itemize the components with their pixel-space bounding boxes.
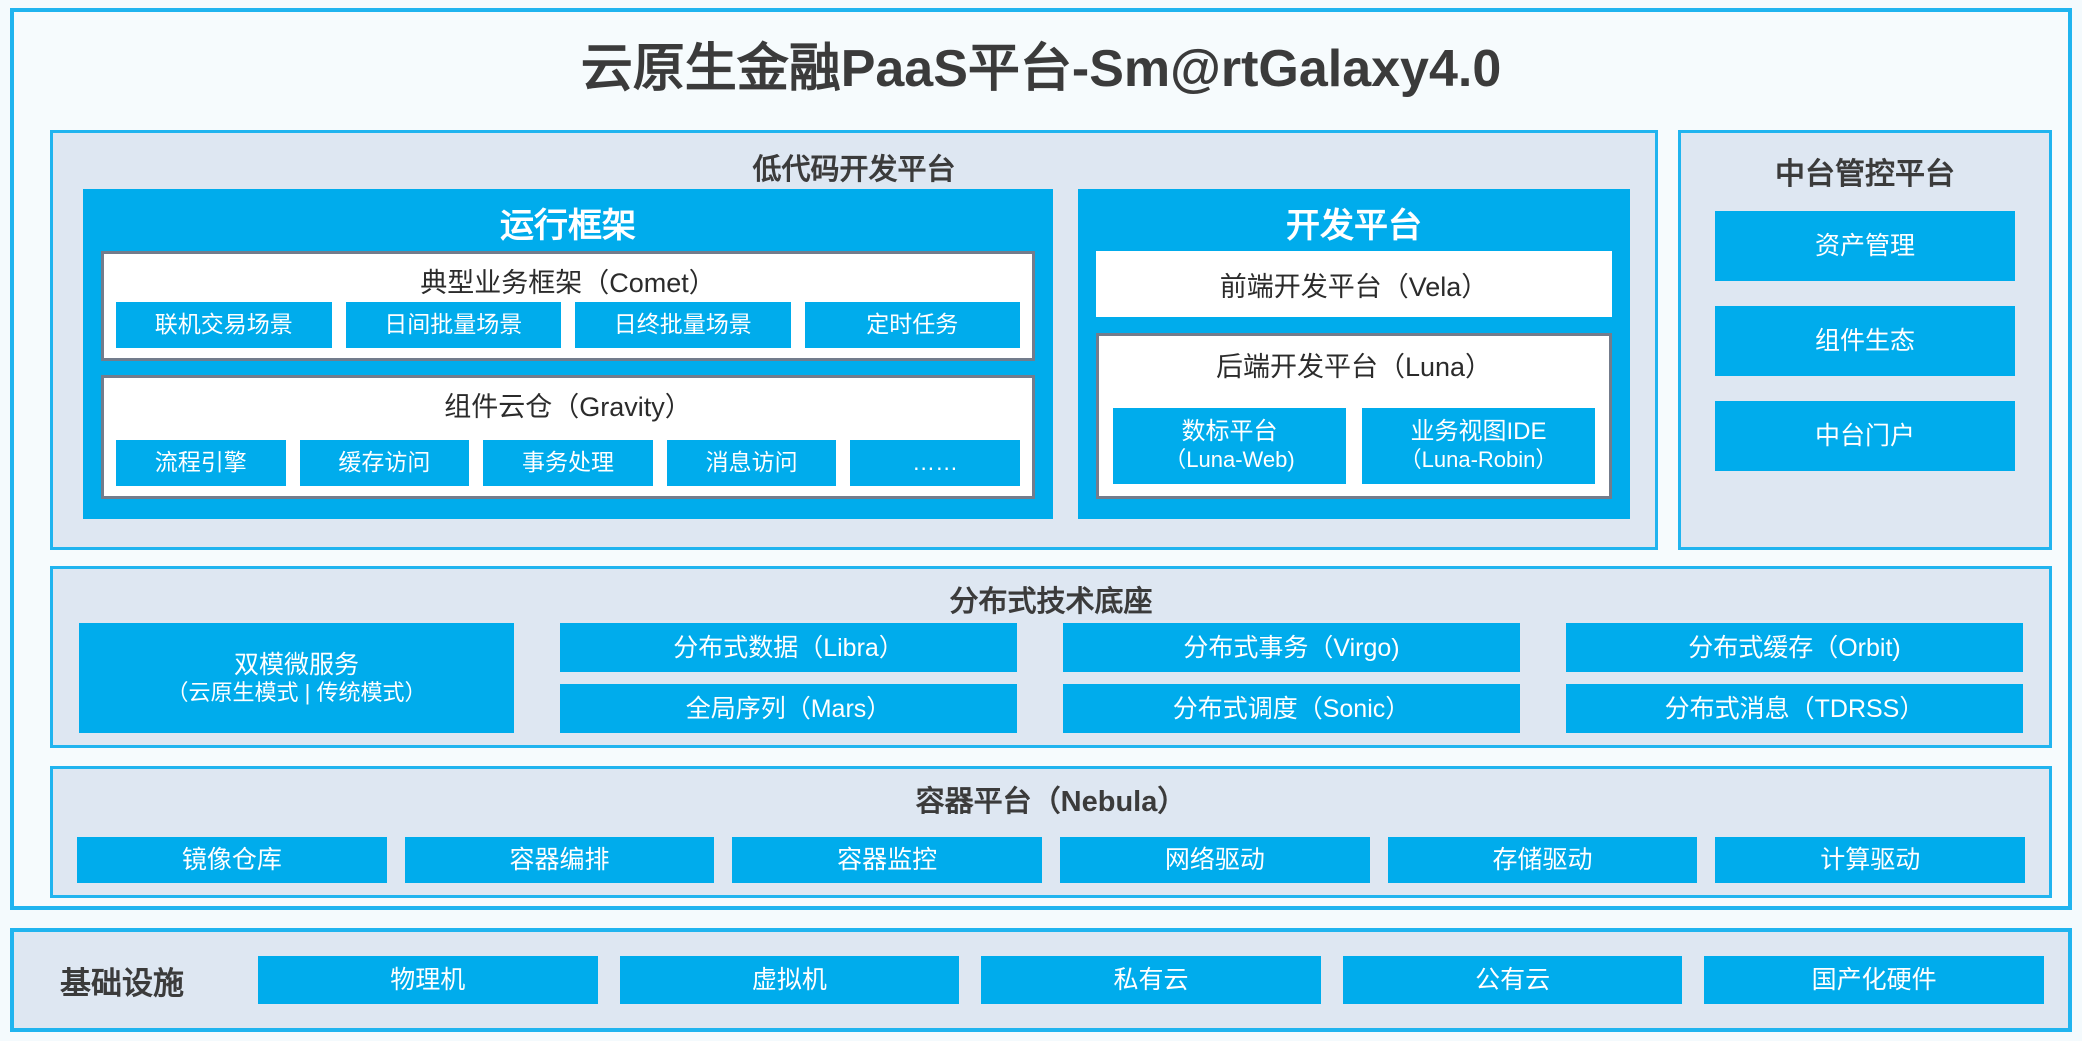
container-item-monitoring[interactable]: 容器监控 [732,837,1043,883]
platform-outer-frame: 云原生金融PaaS平台-Sm@rtGalaxy4.0 低代码开发平台 运行框架 … [10,8,2072,910]
tech-item-mars[interactable]: 全局序列（Mars） [560,684,1017,733]
luna-web-code: （Luna-Web) [1164,447,1295,473]
container-item-image-repo[interactable]: 镜像仓库 [77,837,387,883]
luna-title: 后端开发平台（Luna） [1215,352,1493,382]
comet-title: 典型业务框架（Comet） [420,268,716,298]
development-platform-box: 开发平台 前端开发平台（Vela） 后端开发平台（Luna） 数标平台 （Lun… [1078,189,1630,519]
infrastructure-item-row: 物理机 虚拟机 私有云 公有云 国产化硬件 [258,956,2044,1004]
distributed-tech-base-panel: 分布式技术底座 双模微服务 （云原生模式 | 传统模式） 分布式数据（Libra… [50,566,2052,748]
luna-robin-item[interactable]: 业务视图IDE （Luna-Robin） [1362,408,1595,484]
infrastructure-item-private-cloud[interactable]: 私有云 [981,956,1321,1004]
luna-card: 后端开发平台（Luna） 数标平台 （Luna-Web) 业务视图IDE （Lu… [1096,333,1612,499]
midcontrol-item-component-ecosystem[interactable]: 组件生态 [1715,306,2015,376]
tech-item-sonic[interactable]: 分布式调度（Sonic） [1063,684,1520,733]
dual-mode-microservice-wrapper: 双模微服务 （云原生模式 | 传统模式） [79,623,514,733]
gravity-chip[interactable]: 缓存访问 [299,440,470,486]
infrastructure-item-virtual-machine[interactable]: 虚拟机 [619,956,960,1004]
distributed-tech-base-content: 双模微服务 （云原生模式 | 传统模式） 分布式数据（Libra） 全局序列（M… [79,623,2023,733]
luna-robin-code: （Luna-Robin） [1399,447,1558,473]
infrastructure-item-public-cloud[interactable]: 公有云 [1342,956,1683,1004]
gravity-chip-row: 流程引擎 缓存访问 事务处理 消息访问 …… [116,440,1020,486]
container-item-orchestration[interactable]: 容器编排 [404,837,715,883]
luna-item-row: 数标平台 （Luna-Web) 业务视图IDE （Luna-Robin） [1113,408,1595,484]
comet-chip[interactable]: 日间批量场景 [345,302,561,348]
infrastructure-label: 基础设施 [60,965,184,1001]
midcontrol-platform-title: 中台管控平台 [1775,158,1955,191]
dual-mode-microservice-modes: （云原生模式 | 传统模式） [166,679,427,705]
luna-robin-name: 业务视图IDE [1410,418,1547,446]
infrastructure-item-domestic-hardware[interactable]: 国产化硬件 [1704,956,2044,1004]
container-item-row: 镜像仓库 容器编排 容器监控 网络驱动 存储驱动 计算驱动 [77,837,2026,883]
dual-mode-microservice-name: 双模微服务 [233,650,359,679]
distributed-tech-base-title: 分布式技术底座 [949,586,1153,618]
tech-item-virgo[interactable]: 分布式事务（Virgo) [1063,623,1520,672]
midcontrol-item-portal[interactable]: 中台门户 [1715,401,2015,471]
tech-item-libra[interactable]: 分布式数据（Libra） [560,623,1017,672]
lowcode-platform-panel: 低代码开发平台 运行框架 典型业务框架（Comet） 联机交易场景 日间批量场景… [50,130,1658,550]
vela-card[interactable]: 前端开发平台（Vela） [1096,251,1612,317]
container-item-storage-driver[interactable]: 存储驱动 [1387,837,1698,883]
container-item-network-driver[interactable]: 网络驱动 [1060,837,1370,883]
tech-column-3: 分布式缓存（Orbit) 分布式消息（TDRSS） [1566,623,2023,733]
gravity-chip-more[interactable]: …… [850,440,1020,486]
tech-column-2: 分布式事务（Virgo) 分布式调度（Sonic） [1063,623,1520,733]
dual-mode-microservice-item[interactable]: 双模微服务 （云原生模式 | 传统模式） [79,623,514,733]
gravity-chip[interactable]: 事务处理 [483,440,653,486]
gravity-title: 组件云仓（Gravity） [444,392,692,422]
midcontrol-item-asset-management[interactable]: 资产管理 [1715,211,2015,281]
development-platform-heading: 开发平台 [1286,207,1422,245]
midcontrol-platform-panel: 中台管控平台 资产管理 组件生态 中台门户 [1678,130,2052,550]
comet-card: 典型业务框架（Comet） 联机交易场景 日间批量场景 日终批量场景 定时任务 [101,251,1035,361]
page-title: 云原生金融PaaS平台-Sm@rtGalaxy4.0 [580,40,1502,98]
tech-item-tdrss[interactable]: 分布式消息（TDRSS） [1566,684,2023,733]
comet-chip[interactable]: 联机交易场景 [116,302,332,348]
comet-chip-row: 联机交易场景 日间批量场景 日终批量场景 定时任务 [116,302,1020,348]
comet-chip[interactable]: 日终批量场景 [575,302,791,348]
gravity-card: 组件云仓（Gravity） 流程引擎 缓存访问 事务处理 消息访问 …… [101,375,1035,499]
luna-web-item[interactable]: 数标平台 （Luna-Web) [1113,408,1346,484]
container-platform-title: 容器平台（Nebula） [915,786,1187,818]
infrastructure-bar: 基础设施 物理机 虚拟机 私有云 公有云 国产化硬件 [10,928,2072,1032]
comet-chip[interactable]: 定时任务 [804,302,1020,348]
lowcode-platform-title: 低代码开发平台 [752,154,956,186]
container-item-compute-driver[interactable]: 计算驱动 [1715,837,2026,883]
runtime-framework-box: 运行框架 典型业务框架（Comet） 联机交易场景 日间批量场景 日终批量场景 … [83,189,1053,519]
gravity-chip[interactable]: 流程引擎 [116,440,286,486]
gravity-chip[interactable]: 消息访问 [666,440,837,486]
midcontrol-item-list: 资产管理 组件生态 中台门户 [1715,211,2015,471]
luna-web-name: 数标平台 [1181,418,1278,446]
tech-item-orbit[interactable]: 分布式缓存（Orbit) [1566,623,2023,672]
container-platform-panel: 容器平台（Nebula） 镜像仓库 容器编排 容器监控 网络驱动 存储驱动 计算… [50,766,2052,898]
infrastructure-item-physical-machine[interactable]: 物理机 [258,956,598,1004]
runtime-framework-heading: 运行框架 [500,207,636,245]
tech-column-1: 分布式数据（Libra） 全局序列（Mars） [560,623,1017,733]
